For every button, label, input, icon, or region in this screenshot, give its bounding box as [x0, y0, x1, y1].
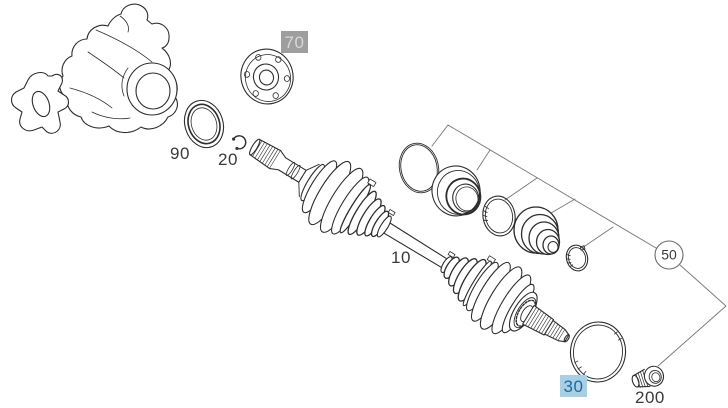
callout-70[interactable]: 70: [281, 31, 308, 53]
balloon-50-circle[interactable]: [654, 240, 684, 270]
cv-boot-art: [513, 206, 561, 256]
drive-shaft-art: [248, 138, 570, 343]
circlip-art: [482, 195, 516, 237]
callout-10[interactable]: 10: [391, 248, 411, 267]
callout-30[interactable]: 30: [560, 375, 587, 397]
callout-20[interactable]: 20: [218, 150, 238, 169]
o-ring-art: [398, 142, 440, 194]
snap-ring-art: [232, 135, 247, 150]
differential-housing-art: [10, 3, 178, 134]
lock-ring-art: [569, 321, 627, 383]
collar-nut-art: [631, 365, 665, 388]
drive-flange-art: [240, 48, 294, 105]
callout-200[interactable]: 200: [635, 388, 665, 407]
clamp-ring-art: [565, 244, 589, 272]
callout-50[interactable]: 50: [661, 246, 677, 263]
boot-cap-art: [431, 165, 482, 217]
callout-90[interactable]: 90: [170, 144, 190, 163]
seal-ring-art: [183, 99, 225, 149]
